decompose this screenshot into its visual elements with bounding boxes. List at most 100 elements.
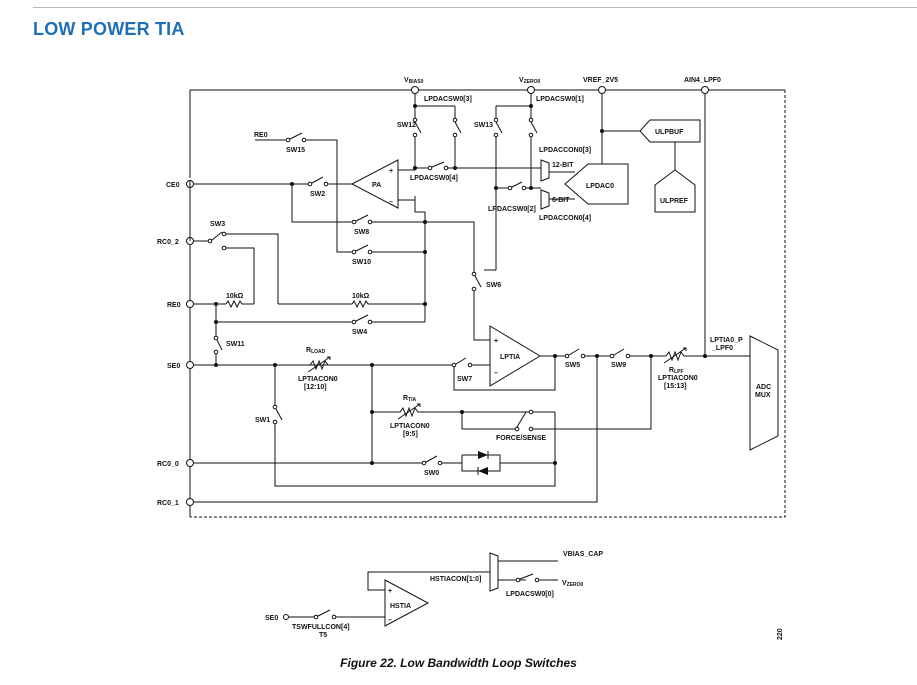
svg-text:ULPBUF: ULPBUF	[655, 129, 684, 136]
resistor-10k-a	[225, 299, 254, 309]
svg-text:+: +	[388, 588, 392, 595]
label-vref-2v5: VREF_2V5	[583, 77, 618, 84]
switch-sw0	[421, 455, 443, 466]
resistor-rlpf	[665, 350, 750, 362]
label-sw10: SW10	[352, 259, 371, 266]
pin-se0	[186, 361, 194, 369]
switch-sw15	[285, 132, 307, 143]
label-sw12: SW12	[397, 122, 416, 129]
net-vbias-cap: VBIAS_CAP	[563, 551, 603, 558]
block-ulpbuf: ULPBUF	[639, 119, 701, 143]
label-sw8: SW8	[354, 229, 369, 236]
amp-lptia: LPTIA + –	[489, 325, 541, 387]
switch-sw9	[609, 348, 631, 359]
section-title: LOW POWER TIA	[33, 19, 185, 39]
reg-lpdacsw0-2: LPDACSW0[2]	[488, 206, 536, 213]
pin-vref-2v5	[598, 86, 606, 94]
label-se0: SE0	[167, 363, 180, 370]
switch-sw8	[351, 214, 373, 225]
net-lptia0-p-a: LPTIA0_P	[710, 337, 743, 344]
svg-text:–: –	[389, 199, 393, 206]
label-sw4: SW4	[352, 329, 367, 336]
label-t5: T5	[319, 632, 327, 639]
switch-sw13	[493, 117, 538, 138]
svg-text:–: –	[388, 617, 392, 624]
resistor-rtia	[372, 406, 555, 418]
reg-lpdacsw0-0: LPDACSW0[0]	[506, 591, 554, 598]
label-sw6: SW6	[486, 282, 501, 289]
pin-ain4-lpf0	[701, 86, 709, 94]
label-re0: RE0	[167, 302, 181, 309]
label-sw1: SW1	[255, 417, 270, 424]
pin-rc0-1	[186, 498, 194, 506]
svg-text:12-BIT: 12-BIT	[552, 162, 574, 169]
reg-lpdacsw0-1: LPDACSW0[1]	[536, 96, 584, 103]
reg-lptiacon0-15-13-b: [15:13]	[664, 383, 687, 390]
switch-lpdacsw0-2	[507, 181, 527, 191]
label-sw2: SW2	[310, 191, 325, 198]
label-sw9: SW9	[611, 362, 626, 369]
mux-12bit: 12-BIT	[540, 159, 574, 182]
svg-text:ULPREF: ULPREF	[660, 198, 689, 205]
switch-sw6	[471, 271, 482, 292]
reg-hstiacon: HSTIACON[1:0]	[430, 576, 481, 583]
label-ce0: CE0	[166, 182, 180, 189]
svg-text:+: +	[494, 338, 498, 345]
reg-lpdaccon0-3: LPDACCON0[3]	[539, 147, 591, 154]
block-adc-mux: ADC MUX	[749, 335, 779, 451]
label-vzero0: VZERO0	[519, 77, 541, 85]
switch-sw3	[207, 231, 227, 251]
svg-text:MUX: MUX	[755, 392, 771, 399]
label-rc0-0: RC0_0	[157, 461, 179, 468]
reg-lptiacon0-12-10-b: [12:10]	[304, 384, 327, 391]
reg-lptiacon0-9-5-a: LPTIACON0	[390, 423, 430, 430]
pin-re0	[186, 300, 194, 308]
svg-text:ADC: ADC	[756, 384, 771, 391]
chip-boundary	[189, 89, 786, 518]
label-10k-a: 10kΩ	[226, 293, 244, 300]
label-vbias0: VBIAS0	[404, 77, 424, 85]
label-sw11: SW11	[226, 341, 245, 348]
switch-force-sense	[514, 409, 534, 432]
switch-sw1	[272, 404, 283, 425]
label-force-sense: FORCE/SENSE	[496, 435, 547, 442]
mux-6bit: 6-BIT	[540, 189, 570, 210]
reg-tswfullcon4: TSWFULLCON[4]	[292, 624, 350, 631]
svg-text:LPDAC0: LPDAC0	[586, 183, 614, 190]
switch-lpdacsw0-0	[515, 573, 540, 583]
amp-pa: PA + –	[350, 159, 399, 209]
figure-caption: Figure 22. Low Bandwidth Loop Switches	[340, 656, 577, 670]
diode-pair	[461, 451, 501, 475]
switch-sw12	[412, 117, 462, 138]
switch-lpdacsw0-4	[427, 161, 449, 171]
svg-text:6-BIT: 6-BIT	[552, 197, 570, 204]
reg-lpdaccon0-4: LPDACCON0[4]	[539, 215, 591, 222]
net-vzero0-bottom: VZERO0	[562, 580, 584, 588]
label-sw13: SW13	[474, 122, 493, 129]
switch-sw10	[351, 244, 373, 255]
net-lptia0-p-b: _LPF0	[711, 345, 733, 352]
label-rc0-2: RC0_2	[157, 239, 179, 246]
reg-lpdacsw0-3: LPDACSW0[3]	[424, 96, 472, 103]
label-rload: RLOAD	[306, 347, 326, 355]
reg-lpdacsw0-4: LPDACSW0[4]	[410, 175, 458, 182]
reg-lptiacon0-12-10-a: LPTIACON0	[298, 376, 338, 383]
svg-text:–: –	[494, 370, 498, 377]
label-ain4-lpf0: AIN4_LPF0	[684, 77, 721, 84]
label-10k-b: 10kΩ	[352, 293, 370, 300]
block-ulpref: ULPREF	[654, 169, 696, 213]
label-sw15: SW15	[286, 147, 305, 154]
switch-sw7	[451, 357, 473, 368]
switch-t5	[313, 609, 337, 620]
pin-vbias0	[411, 86, 419, 94]
pin-rc0-0	[186, 459, 194, 467]
label-sw5: SW5	[565, 362, 580, 369]
label-re0-top: RE0	[254, 132, 268, 139]
label-rtia: RTIA	[403, 395, 417, 403]
amp-hstia: HSTIA + –	[384, 579, 430, 627]
svg-text:LPTIA: LPTIA	[500, 354, 520, 361]
label-rlpf: RLPF	[669, 367, 684, 375]
pin-vzero0	[527, 86, 535, 94]
resistor-10k-b	[278, 299, 425, 309]
